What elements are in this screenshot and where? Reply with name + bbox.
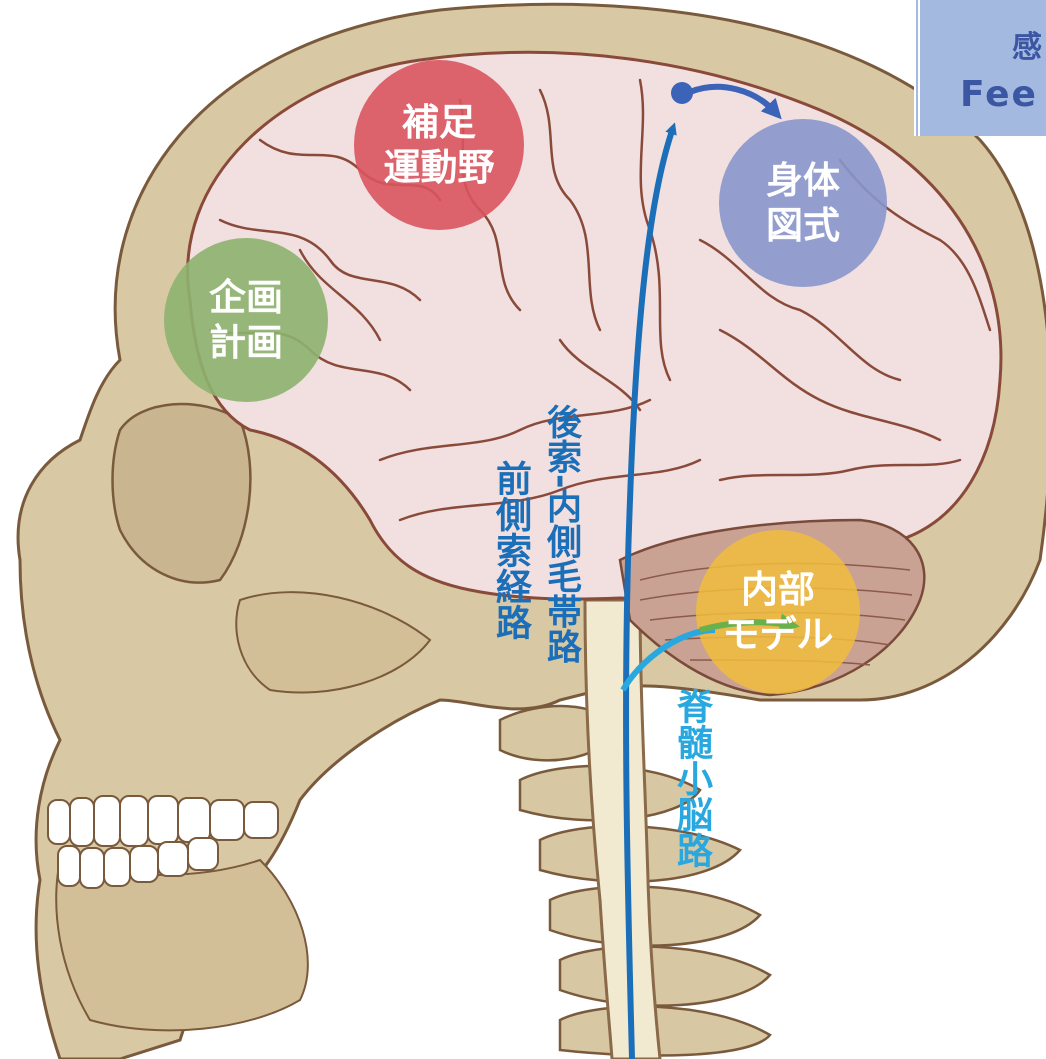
dorsal-column-label: 後索-内側毛帯路 [543,404,578,664]
spinocerebellar-label: 脊髄小脳路 [673,688,709,868]
body-schema-line2: 図式 [718,203,888,248]
title-line1: 感 [1012,22,1042,66]
internal-model-label: 内部 モデル [693,567,863,657]
body-schema-label: 身体 図式 [718,158,888,248]
planning-area-label: 企画 計画 [161,275,331,365]
supplementary-motor-area-label: 補足 運動野 [354,100,524,190]
supplementary-motor-area-line2: 運動野 [354,145,524,190]
planning-area-line1: 企画 [161,275,331,320]
title-line2: Fee [960,74,1038,115]
internal-model-line2: モデル [693,612,863,657]
body-schema-line1: 身体 [718,158,888,203]
anterolateral-label: 前側索経路 [492,460,528,640]
planning-area-line2: 計画 [161,320,331,365]
internal-model-line1: 内部 [693,567,863,612]
sensory-dot [671,82,693,104]
supplementary-motor-area-line1: 補足 [354,100,524,145]
title-box: 感 Fee [914,0,1046,136]
